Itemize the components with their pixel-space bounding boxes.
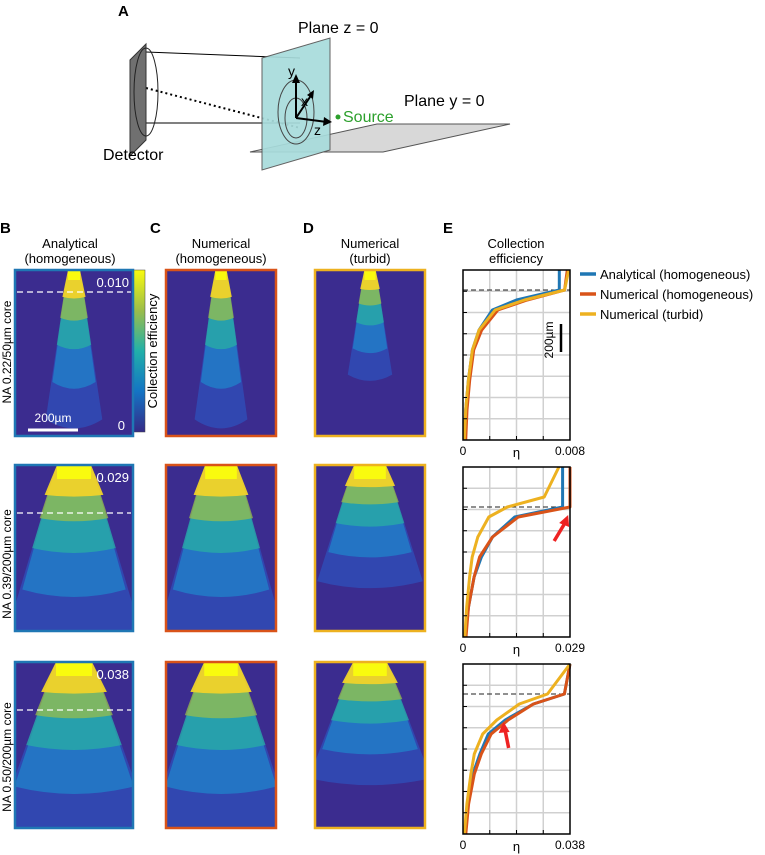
highlight-arrowhead bbox=[498, 722, 510, 733]
z-axis-arrow bbox=[295, 117, 328, 123]
row-label-1: NA 0.22/50µm core bbox=[0, 300, 14, 403]
panel-letter-d: D bbox=[303, 220, 314, 237]
fiber-face bbox=[354, 465, 386, 479]
x-arrowhead bbox=[307, 90, 314, 99]
heatmap-frame bbox=[164, 268, 278, 438]
x-tick-label: 0.008 bbox=[555, 444, 585, 458]
col-title-d-line1: Numerical bbox=[341, 236, 400, 251]
heatmap-1-turbid bbox=[313, 268, 427, 438]
panel-letter-b: B bbox=[0, 220, 11, 237]
heatmap-2-turbid bbox=[313, 463, 427, 633]
heatmap-3-turbid bbox=[313, 660, 427, 830]
axis-z-label: z bbox=[314, 122, 321, 138]
colorbar-label: Collection efficiency bbox=[145, 293, 160, 408]
heatmap-frame bbox=[13, 660, 135, 830]
colorbar bbox=[132, 269, 146, 433]
heatmap-3-numerical bbox=[164, 660, 278, 830]
x-axis-arrow bbox=[295, 93, 313, 119]
profile-scale-bar-label: 200µm bbox=[542, 322, 556, 359]
profile-panels: 0 0.008 η 200µm 0 0.029 η 0 0.038 η bbox=[460, 269, 585, 854]
profile-panel-1: 0 0.008 η 200µm bbox=[460, 269, 585, 460]
row-label-2: NA 0.39/200µm core bbox=[0, 509, 14, 619]
fiber-face bbox=[215, 270, 227, 280]
col-title-e-line2: efficiency bbox=[489, 251, 543, 266]
y-arrowhead bbox=[292, 74, 300, 83]
panel-letter-e: E bbox=[443, 220, 453, 237]
legend-analytical: Analytical (homogeneous) bbox=[600, 267, 750, 282]
heatmap-1-analytical: 0.010 0 200µm bbox=[13, 268, 135, 438]
x-tick-label: 0.038 bbox=[555, 838, 585, 852]
axis-y-label: y bbox=[288, 63, 295, 79]
detector-label: Detector bbox=[103, 147, 164, 164]
fiber-face bbox=[205, 465, 237, 479]
x-tick-label: 0.029 bbox=[555, 641, 585, 655]
heatmap-frame bbox=[313, 660, 427, 830]
x-axis-label: η bbox=[513, 445, 520, 460]
heatmap-panels: 0.010 0 200µm 0.029 0.038 bbox=[13, 268, 427, 830]
fiber-face bbox=[68, 270, 80, 280]
x-tick-label: 0 bbox=[460, 444, 467, 458]
col-title-b-line1: Analytical bbox=[42, 236, 98, 251]
heatmap-frame bbox=[13, 463, 135, 633]
profile-panel-2: 0 0.029 η bbox=[460, 466, 585, 657]
series-line-numerical-turbid- bbox=[462, 663, 572, 835]
col-title-d-line2: (turbid) bbox=[349, 251, 390, 266]
col-title-e-line1: Collection bbox=[487, 236, 544, 251]
col-title-c-line2: (homogeneous) bbox=[175, 251, 266, 266]
x-axis-label: η bbox=[513, 642, 520, 657]
heatmap-2-analytical: 0.029 bbox=[13, 463, 135, 633]
source-dot bbox=[335, 114, 341, 120]
profile-panel-3: 0 0.038 η bbox=[460, 663, 585, 854]
z-arrowhead bbox=[323, 117, 332, 126]
legend-numerical-turbid: Numerical (turbid) bbox=[600, 307, 703, 322]
schematic-panel: A Plane z = 0 Plane y = 0 Source Detecto… bbox=[103, 3, 511, 171]
col-title-b-line2: (homogeneous) bbox=[24, 251, 115, 266]
fiber-face bbox=[204, 662, 238, 676]
fiber-face bbox=[56, 662, 92, 676]
highlight-arrowhead bbox=[559, 515, 570, 527]
heatmap-3-analytical: 0.038 bbox=[13, 660, 135, 830]
plane-z-label: Plane z = 0 bbox=[298, 20, 379, 37]
x-tick-label: 0 bbox=[460, 641, 467, 655]
optical-axis bbox=[145, 87, 301, 129]
heatmap-frame bbox=[313, 463, 427, 633]
series-line-numerical-turbid- bbox=[463, 466, 561, 638]
panel-letter-c: C bbox=[150, 220, 161, 237]
detector-shape bbox=[129, 42, 147, 158]
heatmap-2-numerical bbox=[164, 463, 278, 633]
row-max-label: 0.010 bbox=[96, 275, 129, 290]
colorbar-min-label: 0 bbox=[118, 418, 125, 433]
legend: Analytical (homogeneous) Numerical (homo… bbox=[580, 267, 753, 322]
fiber-face bbox=[57, 465, 91, 479]
row-label-3: NA 0.50/200µm core bbox=[0, 702, 14, 812]
heatmap-frame bbox=[164, 463, 278, 633]
axis-x-label: x bbox=[301, 93, 308, 109]
row-max-label: 0.029 bbox=[96, 470, 129, 485]
plane-y-label: Plane y = 0 bbox=[404, 93, 485, 110]
heatmap-frame bbox=[313, 268, 427, 438]
row-max-label: 0.038 bbox=[96, 667, 129, 682]
heatmap-frame bbox=[13, 268, 135, 438]
panel-letter-a: A bbox=[118, 3, 129, 20]
map-scale-bar-label: 200µm bbox=[35, 411, 72, 425]
fiber-face bbox=[364, 270, 376, 280]
series-line-numerical-homogeneous- bbox=[464, 663, 572, 835]
source-label: Source bbox=[343, 109, 394, 126]
fiber-face bbox=[353, 662, 387, 676]
heatmap-frame bbox=[164, 660, 278, 830]
x-axis-label: η bbox=[513, 839, 520, 854]
x-tick-label: 0 bbox=[460, 838, 467, 852]
col-title-c-line1: Numerical bbox=[192, 236, 251, 251]
heatmap-1-numerical bbox=[164, 268, 278, 438]
legend-numerical-homogeneous: Numerical (homogeneous) bbox=[600, 287, 753, 302]
series-line-numerical-turbid- bbox=[462, 269, 571, 441]
detector-aperture bbox=[133, 47, 159, 137]
